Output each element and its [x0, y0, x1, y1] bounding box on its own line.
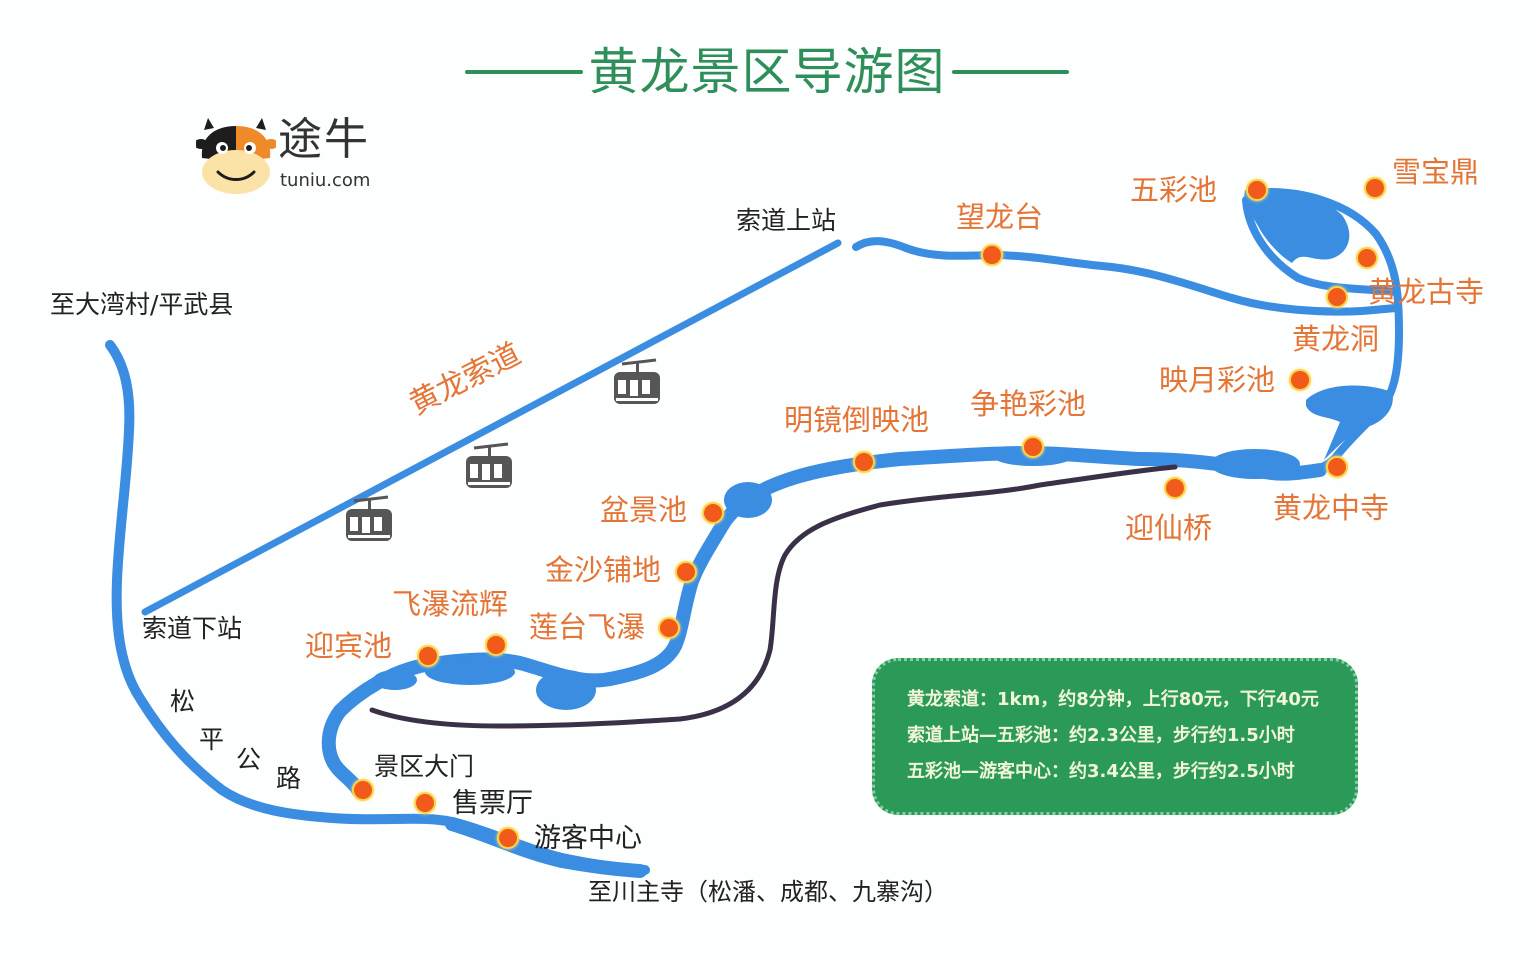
title-left-rule	[465, 70, 583, 74]
road-name-char: 公	[236, 745, 262, 774]
spot-label-xuebaoding: 雪宝鼎	[1392, 155, 1480, 189]
spot-label-wanglongtai: 望龙台	[956, 200, 1044, 234]
marker-xuebaoding[interactable]	[1364, 177, 1386, 199]
marker-visitor-center[interactable]	[497, 827, 519, 849]
marker-mingjingdaoyingchi[interactable]	[853, 451, 875, 473]
songping-road	[105, 340, 650, 875]
road-name-char: 平	[199, 725, 225, 754]
boardwalk-path	[369, 464, 1178, 729]
lower-station-label: 索道下站	[142, 614, 243, 643]
marker-huanglong-gusi[interactable]	[1356, 247, 1378, 269]
spot-label-wucaichi: 五彩池	[1130, 173, 1218, 207]
spot-label-huanglong-gusi: 黄龙古寺	[1368, 275, 1485, 309]
spot-label-yingyuecaichi: 映月彩池	[1159, 363, 1276, 397]
scenic-gate-label: 景区大门	[374, 752, 475, 781]
marker-jinshapudi[interactable]	[675, 561, 697, 583]
map-title: 黄龙景区导游图	[465, 40, 1069, 104]
visitor-center-label: 游客中心	[534, 823, 642, 854]
logo-brand-cn: 途牛	[278, 114, 370, 165]
marker-feipuliuhui[interactable]	[485, 634, 507, 656]
marker-penjingchi[interactable]	[702, 502, 724, 524]
marker-wanglongtai[interactable]	[981, 244, 1003, 266]
road-name-char: 路	[276, 764, 302, 793]
marker-huanglong-dong[interactable]	[1326, 286, 1348, 308]
wucaichi-inner-loop	[1242, 196, 1400, 296]
map-title-text: 黄龙景区导游图	[588, 43, 946, 101]
ticket-office-label: 售票厅	[452, 788, 533, 819]
upper-station-label: 索道上站	[736, 206, 837, 235]
spot-label-huanglong-zhongsi: 黄龙中寺	[1273, 491, 1390, 525]
marker-zhengyancaichi[interactable]	[1022, 436, 1044, 458]
marker-yingbinchi[interactable]	[417, 645, 439, 667]
cableway-line	[141, 239, 842, 616]
marker-wucaichi[interactable]	[1246, 179, 1268, 201]
marker-scenic-gate[interactable]	[352, 779, 374, 801]
spot-label-mingjingdaoyingchi: 明镜倒映池	[784, 403, 930, 437]
spot-label-penjingchi: 盆景池	[600, 493, 688, 527]
marker-yingyuecaichi[interactable]	[1289, 369, 1311, 391]
direction-north-label: 至大湾村/平武县	[50, 290, 234, 319]
info-line-upper-to-wucaichi: 索道上站—五彩池：约2.3公里，步行约1.5小时	[907, 725, 1295, 746]
logo-brand-url: tuniu.com	[280, 170, 371, 191]
upper-trail	[852, 237, 1400, 316]
info-line-wucaichi-to-visitor-center: 五彩池—游客中心：约3.4公里，步行约2.5小时	[907, 761, 1295, 782]
marker-yingxianqiao[interactable]	[1164, 477, 1186, 499]
cable-car-icon	[346, 358, 660, 541]
marker-ticket-office[interactable]	[414, 792, 436, 814]
wucaichi-pond	[1244, 189, 1350, 263]
spot-label-huanglong-dong: 黄龙洞	[1292, 322, 1380, 356]
tuniu-logo: 途牛 tuniu.com	[194, 114, 386, 198]
cow-face-icon	[194, 118, 278, 194]
direction-south-label: 至川主寺（松潘、成都、九寨沟）	[588, 878, 948, 906]
yingyuecaichi-pond	[1306, 385, 1393, 460]
marker-huanglong-zhongsi[interactable]	[1326, 456, 1348, 478]
spot-label-jinshapudi: 金沙铺地	[545, 553, 662, 587]
road-name-char: 松	[170, 687, 196, 716]
info-line-cableway: 黄龙索道：1km，约8分钟，上行80元，下行40元	[907, 689, 1319, 710]
spot-label-zhengyancaichi: 争艳彩池	[970, 387, 1087, 421]
info-box: 黄龙索道：1km，约8分钟，上行80元，下行40元 索道上站—五彩池：约2.3公…	[872, 658, 1358, 815]
spot-label-liantaifeipu: 莲台飞瀑	[529, 610, 646, 644]
title-right-rule	[951, 70, 1069, 74]
spot-label-feipuliuhui: 飞瀑流辉	[392, 587, 509, 621]
spot-label-yingbinchi: 迎宾池	[305, 629, 393, 663]
spot-label-yingxianqiao: 迎仙桥	[1125, 511, 1213, 545]
marker-liantaifeipu[interactable]	[658, 617, 680, 639]
